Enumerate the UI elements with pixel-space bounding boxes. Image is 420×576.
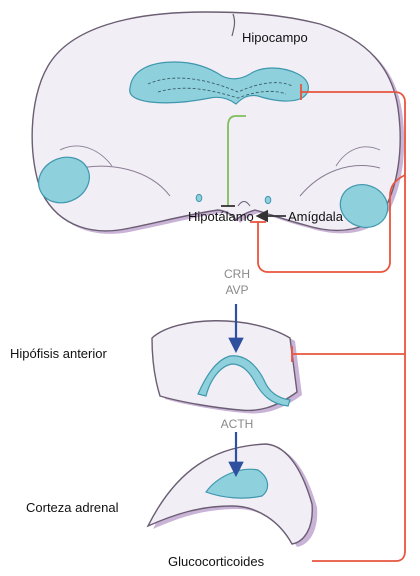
acth-label: ACTH xyxy=(216,418,258,431)
adrenal-cortex-label: Corteza adrenal xyxy=(26,500,119,516)
crh-label: CRH xyxy=(222,268,252,281)
pituitary-structure xyxy=(152,321,302,414)
adrenal-structure xyxy=(148,444,317,547)
hypothalamic-nucleus-left xyxy=(196,194,202,201)
hypothalamic-nucleus-right xyxy=(265,196,271,203)
glucocorticoids-label: Glucocorticoides xyxy=(168,554,264,570)
amygdala-label: Amígdala xyxy=(288,209,343,225)
anterior-pituitary-label: Hipófisis anterior xyxy=(10,346,107,362)
hippocampus-label: Hipocampo xyxy=(242,30,308,46)
avp-label: AVP xyxy=(222,284,252,297)
hypothalamus-label: Hipotálamo xyxy=(188,209,254,225)
